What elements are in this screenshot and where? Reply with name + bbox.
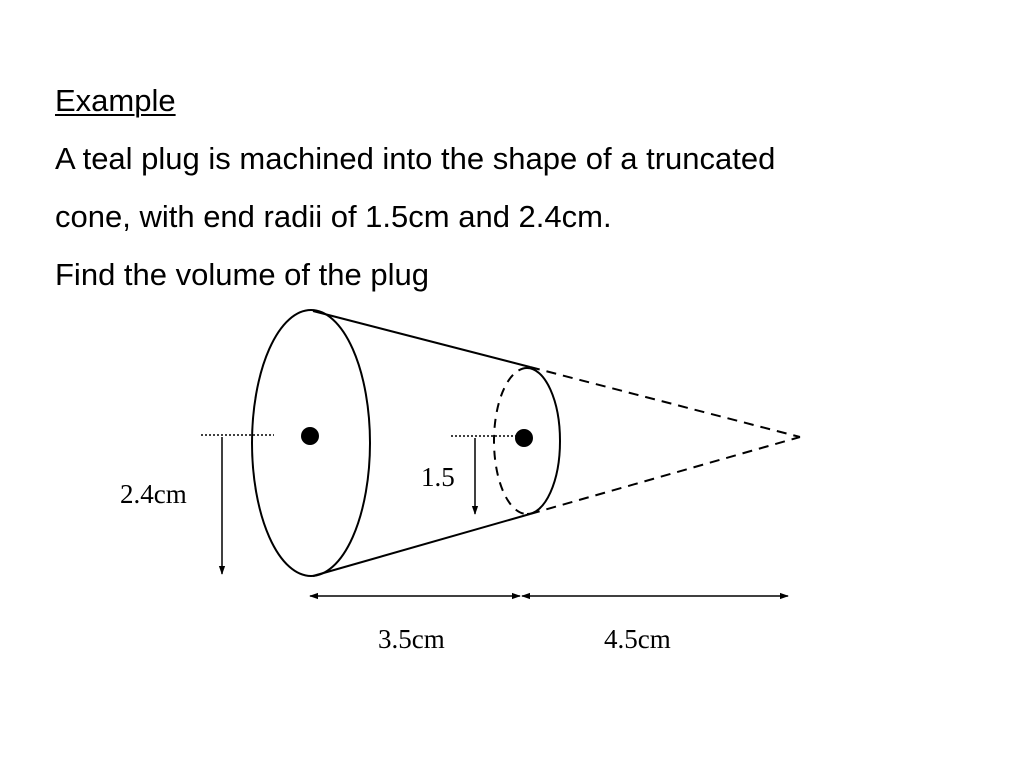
small-end-ellipse-front	[526, 367, 561, 515]
small-end-ellipse-back	[493, 367, 528, 515]
frustum-top-edge	[312, 310, 531, 368]
removed-cone-length-label: 4.5cm	[604, 624, 671, 654]
removed-cone-top-edge	[529, 366, 801, 438]
large-end-ellipse	[251, 309, 371, 577]
problem-line-3: Find the volume of the plug	[55, 257, 429, 292]
frustum-length-label: 3.5cm	[378, 624, 445, 654]
large-radius-label: 2.4cm	[120, 479, 187, 509]
large-end-centre	[301, 427, 319, 445]
example-heading: Example	[55, 83, 176, 118]
problem-line-1: A teal plug is machined into the shape o…	[55, 141, 776, 176]
problem-line-2: cone, with end radii of 1.5cm and 2.4cm.	[55, 199, 612, 234]
frustum-bottom-edge	[312, 513, 531, 577]
small-end-centre	[515, 429, 533, 447]
removed-cone-bottom-edge	[529, 436, 801, 515]
small-radius-label: 1.5	[421, 462, 455, 492]
problem-text: Example A teal plug is machined into the…	[55, 72, 995, 304]
